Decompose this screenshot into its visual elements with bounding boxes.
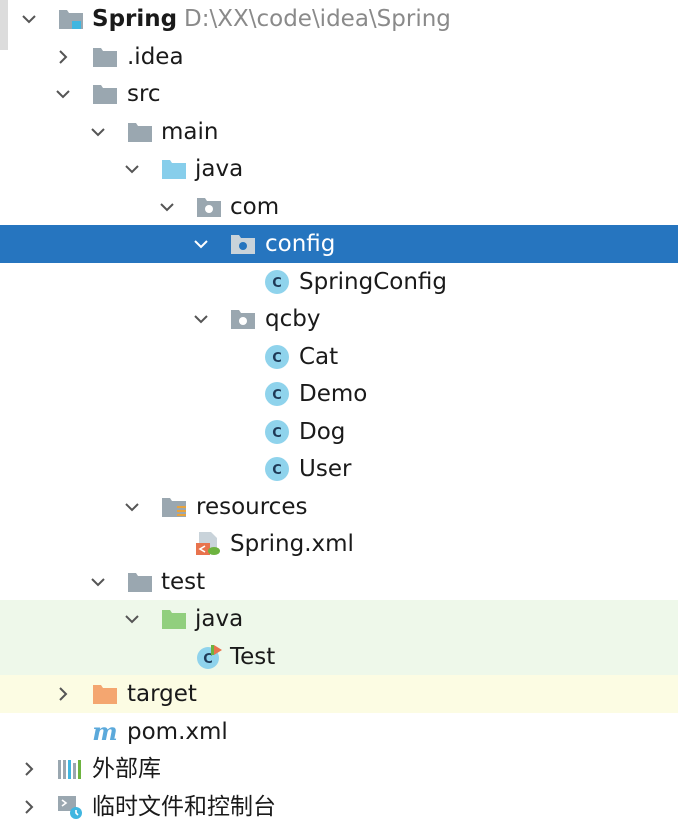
package-label: config — [265, 231, 336, 257]
tree-row-spring[interactable]: Spring D:\XX\code\idea\Spring — [0, 0, 678, 38]
folder-icon — [127, 119, 153, 145]
folder-label: test — [161, 568, 206, 595]
class-label: Cat — [299, 343, 339, 370]
tree-row-com[interactable]: com — [0, 188, 678, 226]
java-class-icon: C — [264, 381, 290, 407]
package-icon — [230, 231, 256, 257]
folder-label: .idea — [127, 43, 184, 70]
tree-row-idea[interactable]: .idea — [0, 38, 678, 76]
tree-row-main[interactable]: main — [0, 113, 678, 151]
chevron-down-icon[interactable] — [123, 610, 141, 628]
chevron-down-icon[interactable] — [89, 123, 107, 141]
svg-text:C: C — [203, 652, 213, 667]
vertical-scrollbar-thumb[interactable] — [0, 0, 8, 50]
source-root-folder-icon — [161, 156, 187, 182]
tree-row-target[interactable]: target — [0, 675, 678, 713]
folder-label: java — [195, 606, 244, 632]
chevron-down-icon[interactable] — [123, 160, 141, 178]
excluded-folder-icon — [92, 681, 118, 707]
tree-row-src[interactable]: src — [0, 75, 678, 113]
module-folder-icon — [58, 6, 84, 32]
class-label: SpringConfig — [299, 268, 448, 295]
svg-text:C: C — [272, 463, 282, 478]
external-libraries-icon — [57, 756, 83, 782]
file-label: pom.xml — [127, 718, 228, 745]
java-class-icon: C — [264, 344, 290, 370]
tree-row-user[interactable]: C User — [0, 450, 678, 488]
tree-row-scratches[interactable]: 临时文件和控制台 — [0, 788, 678, 826]
svg-text:C: C — [272, 351, 282, 366]
project-path: D:\XX\code\idea\Spring — [184, 6, 451, 32]
file-label: Spring.xml — [230, 531, 354, 557]
tree-row-resources[interactable]: resources — [0, 488, 678, 526]
java-class-icon: C — [264, 456, 290, 482]
folder-icon — [92, 44, 118, 70]
svg-text:C: C — [272, 276, 282, 291]
tree-row-pom[interactable]: m pom.xml — [0, 713, 678, 751]
resources-root-folder-icon — [161, 494, 187, 520]
scratches-icon — [57, 794, 83, 820]
folder-label: target — [127, 681, 197, 707]
chevron-right-icon[interactable] — [54, 48, 72, 66]
chevron-down-icon[interactable] — [54, 85, 72, 103]
class-label: Test — [230, 643, 276, 670]
chevron-right-icon[interactable] — [20, 760, 38, 778]
svg-text:m: m — [92, 719, 117, 745]
package-label: qcby — [265, 306, 321, 332]
chevron-down-icon[interactable] — [192, 235, 210, 253]
svg-text:C: C — [272, 426, 282, 441]
package-label: com — [230, 193, 280, 220]
tree-row-springconfig[interactable]: C SpringConfig — [0, 263, 678, 301]
test-class-icon: C — [196, 644, 222, 670]
class-label: Dog — [299, 418, 346, 445]
class-label: User — [299, 456, 352, 482]
chevron-right-icon[interactable] — [54, 685, 72, 703]
maven-pom-icon: m — [92, 719, 118, 745]
chevron-down-icon[interactable] — [158, 198, 176, 216]
tree-row-test[interactable]: test — [0, 563, 678, 601]
tree-row-qcby[interactable]: qcby — [0, 300, 678, 338]
tree-row-cat[interactable]: C Cat — [0, 338, 678, 376]
java-class-icon: C — [264, 419, 290, 445]
chevron-down-icon[interactable] — [89, 573, 107, 591]
tree-row-test-class[interactable]: C Test — [0, 637, 678, 675]
folder-label: java — [195, 156, 244, 182]
project-name: Spring — [92, 6, 178, 32]
tree-row-external-libs[interactable]: 外部库 — [0, 750, 678, 788]
node-label: 临时文件和控制台 — [92, 793, 276, 820]
folder-label: resources — [196, 493, 308, 520]
spring-xml-icon — [195, 531, 221, 557]
folder-label: src — [127, 81, 161, 107]
chevron-down-icon[interactable] — [123, 498, 141, 516]
tree-row-java-test[interactable]: java — [0, 600, 678, 638]
folder-icon — [127, 569, 153, 595]
folder-label: main — [161, 118, 219, 145]
tree-row-config[interactable]: config — [0, 225, 678, 263]
test-root-folder-icon — [161, 606, 187, 632]
tree-row-spring-xml[interactable]: Spring.xml — [0, 525, 678, 563]
java-class-icon: C — [264, 269, 290, 295]
folder-icon — [92, 81, 118, 107]
chevron-down-icon[interactable] — [192, 310, 210, 328]
tree-row-dog[interactable]: C Dog — [0, 413, 678, 451]
package-icon — [230, 306, 256, 332]
chevron-right-icon[interactable] — [20, 798, 38, 816]
tree-row-java-main[interactable]: java — [0, 150, 678, 188]
chevron-down-icon[interactable] — [20, 10, 38, 28]
node-label: 外部库 — [92, 756, 161, 782]
svg-text:C: C — [272, 388, 282, 403]
class-label: Demo — [299, 381, 368, 407]
tree-row-demo[interactable]: C Demo — [0, 375, 678, 413]
package-icon — [196, 194, 222, 220]
